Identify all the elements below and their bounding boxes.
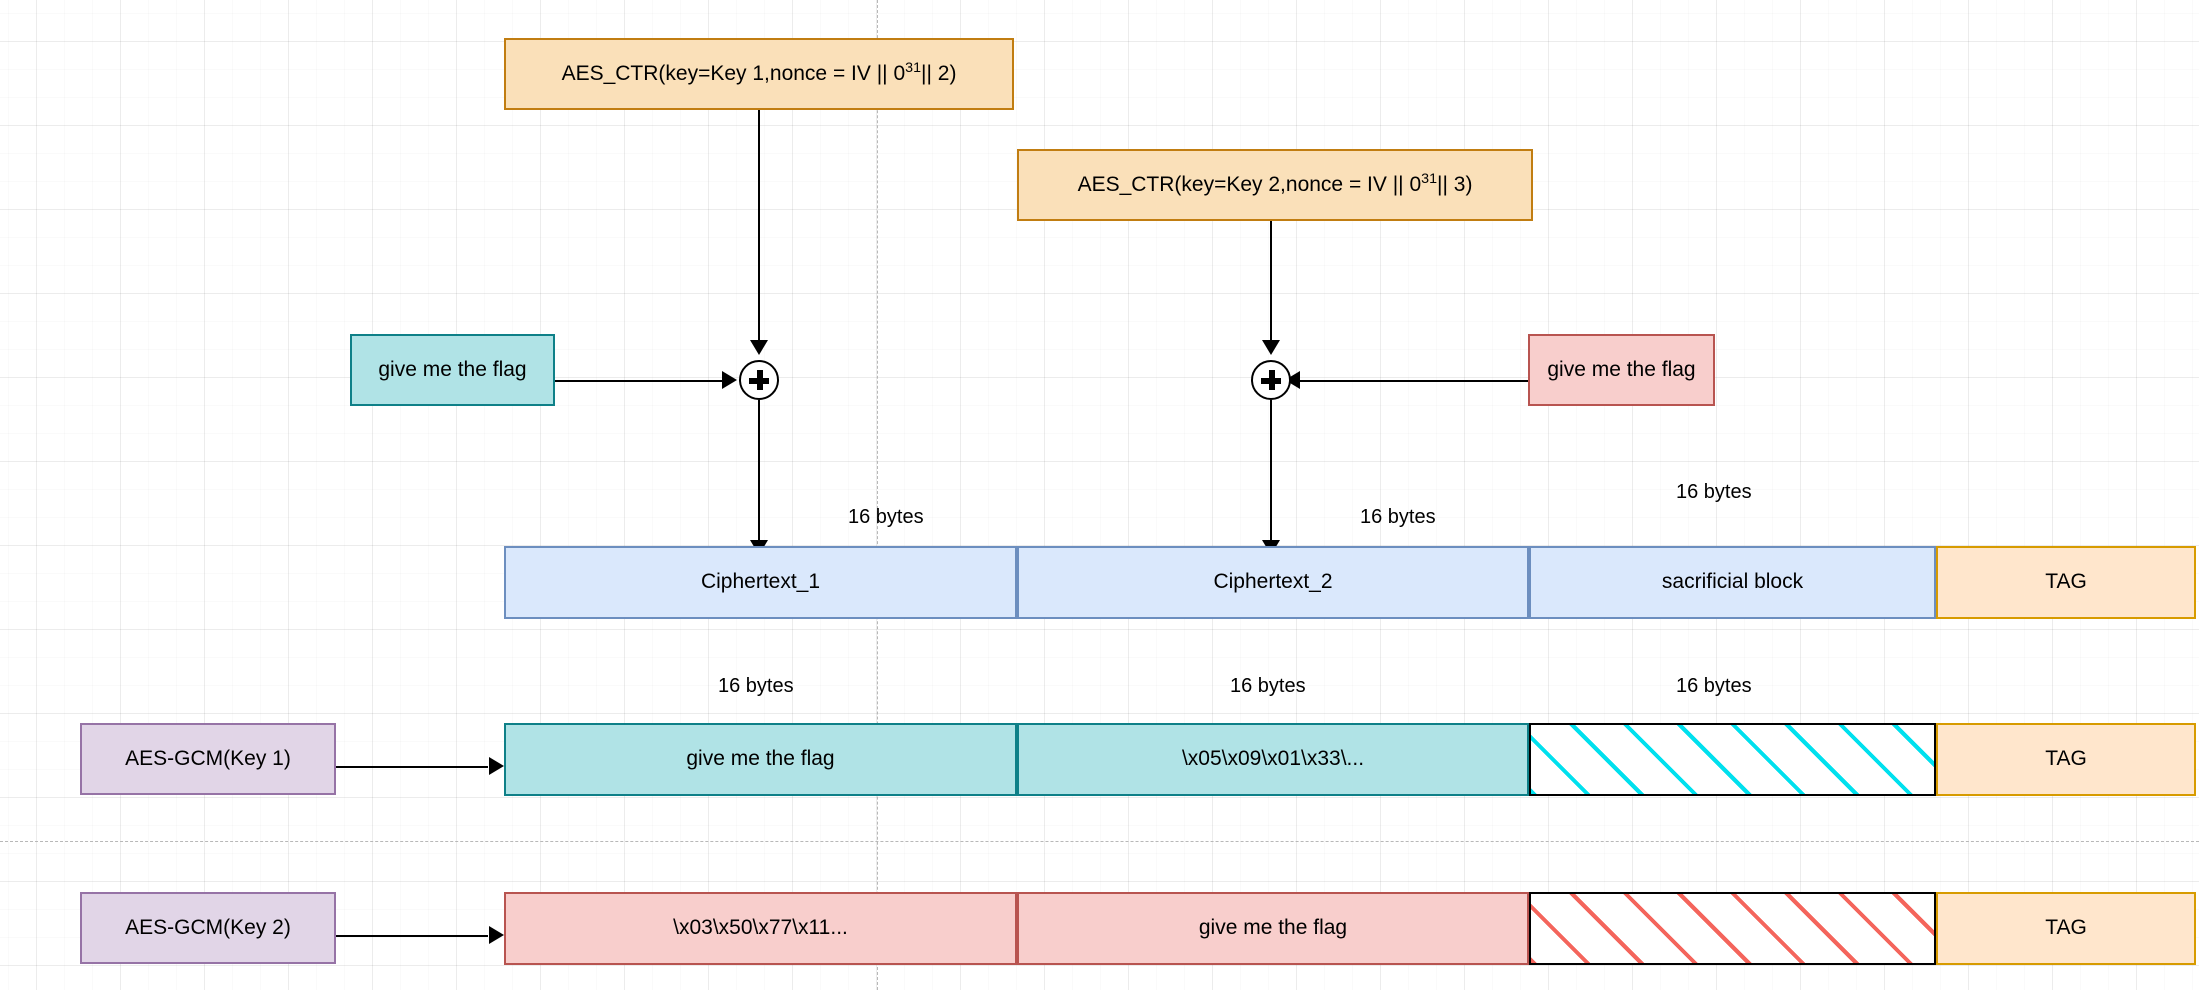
key1-padding-hatched-block[interactable] [1529, 723, 1936, 796]
ctr1-to-xor-line [758, 110, 760, 343]
plaintext-input-left-label: give me the flag [378, 357, 527, 381]
size-label-ciphertext-1: 16 bytes [848, 506, 924, 528]
ciphertext-tag-label: TAG [2045, 570, 2087, 594]
size-label-ciphertext-3: 16 bytes [1676, 481, 1752, 503]
sacrificial-block[interactable]: sacrificial block [1529, 546, 1936, 619]
page-break-horizontal [0, 841, 2199, 842]
plaintext-input-right-box[interactable]: give me the flag [1528, 334, 1715, 406]
xor-right-node[interactable] [1251, 360, 1291, 400]
ciphertext-block-2[interactable]: Ciphertext_2 [1017, 546, 1529, 619]
ciphertext-tag-block[interactable]: TAG [1936, 546, 2196, 619]
key1-block-2[interactable]: \x05\x09\x01\x33\... [1017, 723, 1529, 796]
aes-gcm-key1-connector-line [336, 766, 488, 768]
aes-gcm-key1-label-box[interactable]: AES-GCM(Key 1) [80, 723, 336, 795]
key2-tag-block[interactable]: TAG [1936, 892, 2196, 965]
key1-tag-block[interactable]: TAG [1936, 723, 2196, 796]
aes-ctr-key1-exponent: 31 [905, 59, 922, 76]
key2-tag-label: TAG [2045, 916, 2087, 940]
aes-gcm-key2-connector-line [336, 935, 488, 937]
key2-block-2[interactable]: give me the flag [1017, 892, 1529, 965]
aes-gcm-key1-label: AES-GCM(Key 1) [125, 746, 291, 770]
ciphertext-block-1[interactable]: Ciphertext_1 [504, 546, 1017, 619]
aes-gcm-key2-label: AES-GCM(Key 2) [125, 915, 291, 939]
key2-block-1-label: \x03\x50\x77\x11... [673, 916, 848, 940]
xor-left-to-ciphertext-line [758, 400, 760, 544]
page-break-vertical [877, 0, 878, 990]
aes-ctr-key2-exponent: 31 [1421, 170, 1438, 187]
ctr1-to-xor-arrow [750, 340, 768, 355]
aes-ctr-key2-box[interactable]: AES_CTR(key=Key 2,nonce = IV || 031|| 3) [1017, 149, 1533, 221]
size-label-key1-1: 16 bytes [718, 675, 794, 697]
xor-right-to-ciphertext-line [1270, 400, 1272, 544]
key1-block-1[interactable]: give me the flag [504, 723, 1017, 796]
size-label-ciphertext-2: 16 bytes [1360, 506, 1436, 528]
key2-padding-hatched-block[interactable] [1529, 892, 1936, 965]
plaintext-input-left-box[interactable]: give me the flag [350, 334, 555, 406]
plaintext-right-to-xor-line [1300, 380, 1528, 382]
size-label-key1-2: 16 bytes [1230, 675, 1306, 697]
aes-ctr-key1-box[interactable]: AES_CTR(key=Key 1,nonce = IV || 031|| 2) [504, 38, 1014, 110]
ciphertext-block-1-label: Ciphertext_1 [700, 570, 821, 594]
key1-tag-label: TAG [2045, 747, 2087, 771]
key2-block-1[interactable]: \x03\x50\x77\x11... [504, 892, 1017, 965]
ciphertext-block-2-label: Ciphertext_2 [1213, 570, 1333, 594]
key1-block-2-label: \x05\x09\x01\x33\... [1181, 747, 1365, 771]
key1-block-1-label: give me the flag [686, 747, 835, 771]
aes-gcm-key2-connector-arrow [489, 926, 504, 944]
aes-ctr-key2-label: AES_CTR(key=Key 2,nonce = IV || 031|| 3) [1077, 170, 1473, 196]
xor-left-node[interactable] [739, 360, 779, 400]
plaintext-left-to-xor-arrow [722, 371, 737, 389]
sacrificial-block-label: sacrificial block [1661, 570, 1804, 594]
aes-ctr-key1-label: AES_CTR(key=Key 1,nonce = IV || 031|| 2) [561, 59, 957, 85]
aes-gcm-key2-label-box[interactable]: AES-GCM(Key 2) [80, 892, 336, 964]
plaintext-left-to-xor-line [555, 380, 732, 382]
key2-block-2-label: give me the flag [1198, 916, 1348, 940]
size-label-key1-3: 16 bytes [1676, 675, 1752, 697]
ctr2-to-xor-line [1270, 221, 1272, 343]
aes-gcm-key1-connector-arrow [489, 757, 504, 775]
plaintext-input-right-label: give me the flag [1547, 357, 1696, 381]
ctr2-to-xor-arrow [1262, 340, 1280, 355]
